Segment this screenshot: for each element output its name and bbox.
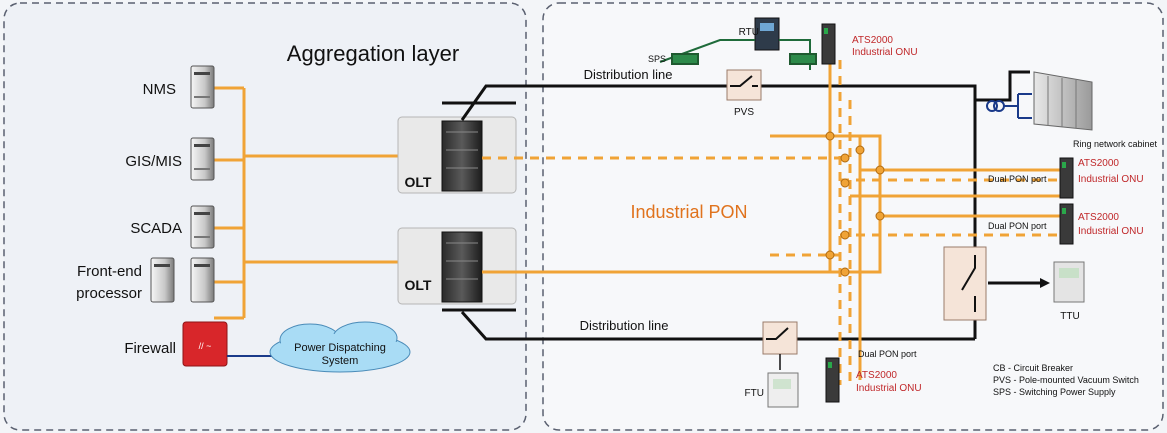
server-frontend-icon [150, 257, 215, 303]
onu-2-port: Dual PON port [988, 174, 1047, 184]
ring-cabinet-icon [986, 71, 1093, 131]
ttu-label: TTU [1060, 311, 1079, 322]
nms-label: NMS [143, 81, 176, 98]
olt-bottom-label: OLT [405, 277, 432, 293]
aggregation-fiber [214, 86, 398, 320]
cloud-label-1: Power Dispatching [294, 342, 386, 354]
olt-top-box [397, 116, 517, 194]
svg-text:// ~: // ~ [199, 341, 212, 351]
onu-4-type: Industrial ONU [856, 383, 922, 394]
onu-device-icon [821, 23, 836, 65]
ftu-icon [767, 372, 799, 408]
distribution-line-top-label: Distribution line [584, 67, 673, 82]
pvs-label: PVS [734, 107, 754, 118]
frontend-label-1: Front-end [77, 263, 142, 280]
pvs-switch-icon [726, 69, 762, 101]
olt-bottom-box [397, 227, 517, 305]
firewall-icon: // ~ [182, 321, 228, 367]
onu-4-port: Dual PON port [858, 349, 917, 359]
onu-2-model: ATS2000 [1078, 158, 1119, 169]
ring-cabinet-label: Ring network cabinet [1073, 139, 1158, 149]
scada-label: SCADA [130, 220, 182, 237]
onu-4-model: ATS2000 [856, 370, 897, 381]
circuit-breaker-icon [943, 246, 987, 321]
onu-3-type: Industrial ONU [1078, 226, 1144, 237]
cloud-icon [269, 321, 411, 373]
aggregation-panel [3, 2, 527, 431]
rtu-label: RTU [739, 27, 759, 38]
onu-1-type: Industrial ONU [852, 47, 918, 58]
sps-label: SPS [648, 54, 666, 64]
aggregation-title: Aggregation layer [287, 41, 459, 66]
pon-panel [542, 2, 1164, 431]
server-gis-icon [190, 137, 215, 181]
frontend-label-2: processor [76, 285, 142, 302]
industrial-pon-label: Industrial PON [630, 202, 747, 222]
distribution-line-bottom-label: Distribution line [580, 318, 669, 333]
arrow-ttu [1040, 278, 1050, 288]
server-nms-icon [190, 65, 215, 109]
cloud-label-2: System [322, 355, 359, 367]
onu-3-model: ATS2000 [1078, 212, 1119, 223]
sps-icon [659, 39, 817, 70]
pon-fibers-dashed [482, 60, 1060, 385]
legend-sps: SPS - Switching Power Supply [993, 387, 1116, 397]
onu-device-icon [825, 357, 840, 403]
ttu-icon [1053, 261, 1085, 303]
onu-2-type: Industrial ONU [1078, 174, 1144, 185]
onu-1-model: ATS2000 [852, 35, 893, 46]
legend-cb: CB - Circuit Breaker [993, 363, 1073, 373]
bottom-switch-icon [762, 321, 798, 370]
onu-device-icon [1059, 157, 1074, 199]
onu-3-port: Dual PON port [988, 221, 1047, 231]
server-scada-icon [190, 205, 215, 249]
onu-device-icon [1059, 203, 1074, 245]
firewall-label: Firewall [124, 340, 176, 357]
legend-pvs: PVS - Pole-mounted Vacuum Switch [993, 375, 1139, 385]
splitter-dots [825, 131, 885, 277]
ftu-label: FTU [745, 388, 764, 399]
gis-label: GIS/MIS [125, 153, 182, 170]
pon-fibers [482, 52, 1070, 380]
olt-top-label: OLT [405, 174, 432, 190]
rtu-icon [754, 17, 780, 51]
